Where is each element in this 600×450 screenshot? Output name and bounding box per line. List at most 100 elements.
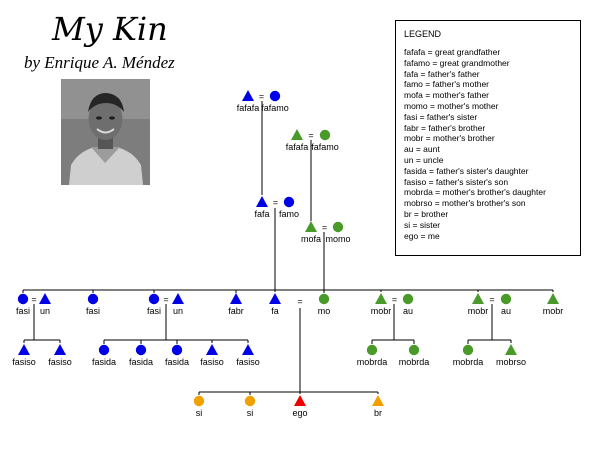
person-mobrso: mobrso [496,344,526,367]
marriage-equals-icon: = [308,131,313,141]
legend-item: momo = mother's mother [404,100,499,111]
author-photo [61,79,150,185]
female-circle-icon [332,221,344,233]
legend-item: ego = me [404,230,440,241]
male-triangle-icon [230,293,242,304]
legend-title: LEGEND [404,29,442,39]
female-circle-icon [98,344,110,356]
person-label: fafamo [311,142,339,152]
female-circle-icon [148,293,160,305]
person-momo: momo [325,221,351,244]
person-label: fasiso [200,357,224,367]
person-label: au [403,306,413,316]
person-mobrda: mobrda [453,344,484,367]
male-triangle-icon [305,221,317,232]
male-triangle-icon [291,129,303,140]
person-fasiso: fasiso [48,344,72,367]
person-label: momo [325,234,350,244]
legend-item: fabr = father's brother [404,122,486,133]
person-label: fasi [16,306,30,316]
male-triangle-icon [294,395,306,406]
legend-list: fafafa = great grandfather fafamo = grea… [404,47,546,241]
person-si: si [244,395,256,418]
person-label: mobrda [453,357,484,367]
person-fafafa: fafafa [237,90,259,113]
person-label: fasiso [48,357,72,367]
person-fasida: fasida [92,344,116,367]
person-label: br [374,408,382,418]
female-circle-icon [462,344,474,356]
kinship-lines [22,101,554,395]
male-triangle-icon [372,395,384,406]
person-label: mobrso [496,357,526,367]
legend-item: fasida = father's sister's daughter [404,165,529,176]
legend-item: fafafa = great grandfather [404,47,501,57]
female-circle-icon [269,90,281,102]
person-mobr: mobr [468,293,488,316]
male-triangle-icon [269,293,281,304]
legend-item: au = aunt [404,144,440,155]
person-fasiso: fasiso [200,344,224,367]
male-triangle-icon [242,90,254,101]
female-circle-icon [319,129,331,141]
marriage-equals-icon: = [273,198,278,208]
male-triangle-icon [256,196,268,207]
female-circle-icon [135,344,147,356]
person-un: un [39,293,51,316]
person-mo: mo [318,293,331,316]
marriage-equals-icon: = [31,295,36,305]
person-fabr: fabr [228,293,244,316]
male-triangle-icon [54,344,66,355]
female-circle-icon [500,293,512,305]
male-triangle-icon [206,344,218,355]
legend-item: si = sister [404,219,441,230]
person-label: si [196,408,203,418]
marriage-equals-icon: = [297,297,302,307]
person-fasi: fasi [16,293,30,316]
person-mobrda: mobrda [399,344,429,367]
female-circle-icon [87,293,99,305]
person-fasi: fasi [86,293,100,316]
male-triangle-icon [172,293,184,304]
person-famo: famo [279,196,299,219]
female-circle-icon [402,293,414,305]
person-label: fabr [228,306,244,316]
author-byline: by Enrique A. Méndez [24,53,175,72]
person-mobr: mobr [543,293,564,316]
female-circle-icon [17,293,29,305]
legend-item: mofa = mother's father [404,90,490,101]
female-circle-icon [366,344,378,356]
legend-item: famo = father's mother [404,79,490,90]
person-fafafa: fafafa [286,129,309,152]
person-label: mobr [543,306,564,316]
marriage-equals-icon: = [489,295,494,305]
person-fafa: fafa [254,196,270,219]
marriage-equals-icon: = [259,92,264,102]
person-un: un [172,293,184,316]
legend-item: br = brother [404,208,449,219]
male-triangle-icon [472,293,484,304]
female-circle-icon [193,395,205,407]
person-label: fafafa [286,142,309,152]
person-fasi: fasi [147,293,161,316]
person-fafamo: fafamo [261,90,289,113]
legend-item: fasiso = father's sister's son [404,176,509,187]
person-label: fasida [165,357,189,367]
marriage-equals-icon: = [163,295,168,305]
person-label: fasida [92,357,116,367]
person-label: fafamo [261,103,289,113]
portrait-image [61,79,150,185]
person-label: fasiso [12,357,36,367]
person-ego: ego [292,395,308,418]
male-triangle-icon [18,344,30,355]
person-label: au [501,306,511,316]
person-label: mo [318,306,331,316]
person-label: fafa [254,209,269,219]
person-fasida: fasida [129,344,153,367]
male-triangle-icon [242,344,254,355]
person-label: fasi [147,306,161,316]
person-fasiso: fasiso [12,344,36,367]
female-circle-icon [244,395,256,407]
